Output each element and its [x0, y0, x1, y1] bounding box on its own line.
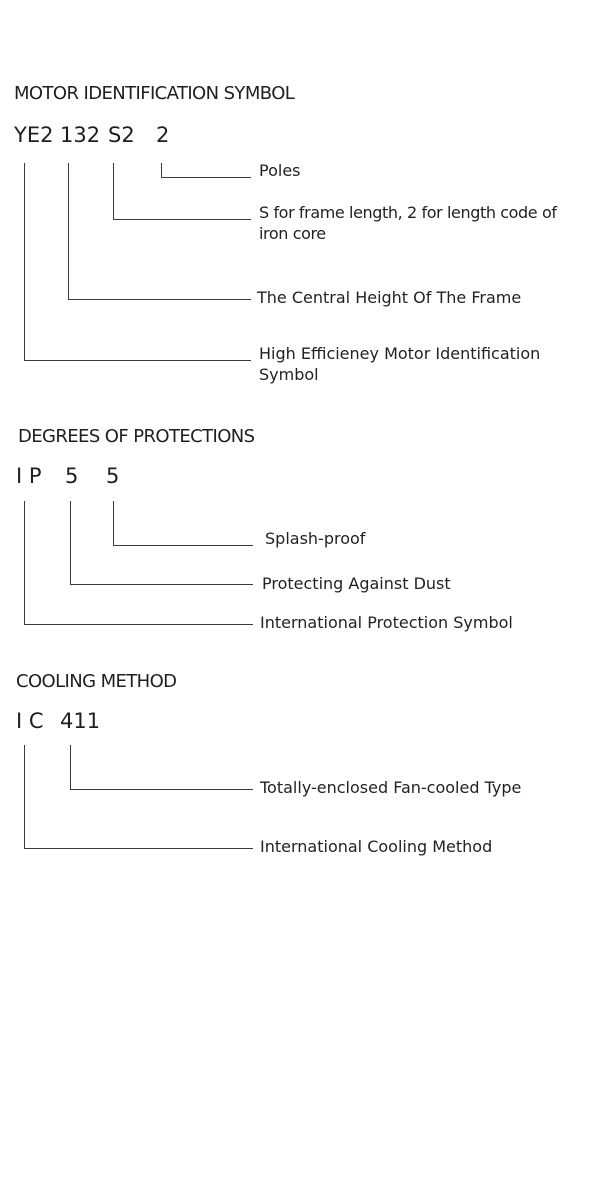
frame-height-connector-vertical: [68, 163, 69, 299]
motor-section-title: MOTOR IDENTIFICATION SYMBOL: [14, 83, 295, 104]
splash-connector-horizontal: [113, 545, 253, 546]
motor-code-frame-length: S2: [108, 123, 135, 147]
series-label-line2: Symbol: [259, 365, 319, 384]
poles-connector-vertical: [161, 163, 162, 177]
cooling-code-ic: I C: [16, 709, 44, 733]
ic-connector-horizontal: [24, 848, 253, 849]
ip-connector-horizontal: [24, 624, 253, 625]
ip-symbol-label: International Protection Symbol: [260, 613, 513, 632]
dust-protection-label: Protecting Against Dust: [262, 574, 451, 593]
motor-code-series: YE2: [14, 123, 54, 147]
poles-label: Poles: [259, 161, 301, 180]
ic-connector-vertical: [24, 745, 25, 848]
protection-code-dust: 5: [65, 464, 79, 488]
ip-connector-vertical: [24, 501, 25, 624]
series-label-line1: High Efficieney Motor Identification: [259, 344, 541, 363]
fan-cooled-connector-horizontal: [70, 789, 253, 790]
dust-connector-horizontal: [70, 584, 253, 585]
motor-code-frame-height: 132: [60, 123, 101, 147]
cooling-code-411: 411: [60, 709, 101, 733]
fan-cooled-label: Totally-enclosed Fan-cooled Type: [260, 778, 522, 797]
protection-section-title: DEGREES OF PROTECTIONS: [18, 426, 255, 447]
poles-connector-horizontal: [161, 177, 251, 178]
cooling-section-title: COOLING METHOD: [16, 671, 177, 692]
frame-length-connector-horizontal: [113, 219, 251, 220]
cooling-method-label: International Cooling Method: [260, 837, 493, 856]
protection-code-ip: I P: [16, 464, 42, 488]
frame-height-connector-horizontal: [68, 299, 251, 300]
frame-length-label-line1: S for frame length, 2 for length code of: [259, 203, 557, 222]
splash-proof-label: Splash-proof: [265, 529, 366, 548]
series-connector-vertical: [24, 163, 25, 360]
series-connector-horizontal: [24, 360, 251, 361]
frame-length-label-line2: iron core: [259, 224, 326, 243]
fan-cooled-connector-vertical: [70, 745, 71, 789]
frame-length-connector-vertical: [113, 163, 114, 219]
splash-connector-vertical: [113, 501, 114, 545]
protection-code-water: 5: [106, 464, 120, 488]
frame-height-label: The Central Height Of The Frame: [257, 288, 522, 307]
dust-connector-vertical: [70, 501, 71, 584]
motor-code-poles: 2: [156, 123, 170, 147]
